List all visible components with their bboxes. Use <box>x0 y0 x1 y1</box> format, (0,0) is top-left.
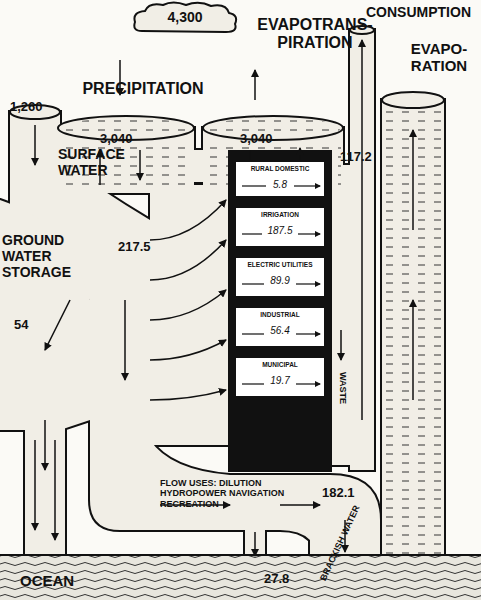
use-value-text: 5.8 <box>271 179 289 190</box>
use-box: ELECTRIC UTILITIES 89.9 <box>234 256 326 298</box>
flow-heading: PRECIPITATION <box>58 80 228 98</box>
use-name: ELECTRIC UTILITIES <box>236 261 324 269</box>
ocean-waves <box>0 555 481 600</box>
box-arrow <box>242 333 264 334</box>
ocean-band <box>0 555 481 600</box>
use-value-text: 19.7 <box>268 375 291 386</box>
box-arrow <box>242 185 266 186</box>
box-arrow <box>294 185 320 186</box>
flow-arrow <box>150 390 226 400</box>
use-name: MUNICIPAL <box>236 361 324 369</box>
flow-heading: EVAPO- RATION <box>398 40 480 75</box>
use-value-row: 5.8 <box>236 179 324 191</box>
flow-arrow <box>150 240 226 280</box>
box-arrow <box>242 233 262 234</box>
ocean-surface <box>0 554 481 556</box>
box-arrow <box>296 333 320 334</box>
flow-arrow <box>340 330 342 360</box>
flow-arrow <box>412 300 414 400</box>
box-arrow <box>296 283 320 284</box>
use-value-text: 56.4 <box>268 325 291 336</box>
use-value-text: 187.5 <box>265 225 294 236</box>
flow-arrow <box>34 440 36 530</box>
flow-value: 54 <box>14 318 28 333</box>
flow-arrow <box>44 420 46 470</box>
flow-arrow <box>150 200 226 240</box>
water-texture <box>384 110 442 555</box>
flow-value: 117.2 <box>340 150 372 165</box>
use-name: INDUSTRIAL <box>236 311 324 319</box>
cloud-value: 4,300 <box>130 9 240 25</box>
box-arrow <box>298 233 320 234</box>
use-value-row: 56.4 <box>236 325 324 337</box>
flow-value: 27.8 <box>264 572 289 587</box>
flow-value: 3,040 <box>240 132 273 147</box>
pipe-outline <box>0 30 444 560</box>
flow-arrow <box>280 504 320 506</box>
use-box: IRRIGATION 187.5 <box>234 206 326 248</box>
flow-arrow <box>150 340 226 360</box>
pipe-label: WASTE <box>338 372 348 404</box>
cylinder-top <box>382 92 444 108</box>
use-value-row: 187.5 <box>236 225 324 237</box>
use-name: RURAL DOMESTIC <box>236 165 324 173</box>
flow-arrow <box>124 300 126 380</box>
box-arrow-group <box>242 186 320 384</box>
flow-arrow <box>139 150 141 180</box>
flow-arrow <box>150 290 226 320</box>
use-name: IRRIGATION <box>236 211 324 219</box>
flow-uses-note: FLOW USES: DILUTION HYDROPOWER NAVIGATIO… <box>160 478 285 509</box>
box-arrow <box>242 283 264 284</box>
cloud-node: 4,300 <box>130 0 240 34</box>
use-value-row: 89.9 <box>236 275 324 287</box>
flow-arrow <box>361 40 363 420</box>
flow-arrow <box>412 130 414 230</box>
flow-arrow <box>45 300 70 350</box>
use-box: INDUSTRIAL 56.4 <box>234 306 326 348</box>
use-box: MUNICIPAL 19.7 <box>234 356 326 398</box>
water-texture <box>205 118 341 138</box>
use-value-row: 19.7 <box>236 375 324 387</box>
box-arrow <box>296 383 320 384</box>
flow-heading: CONSUMPTION <box>366 4 471 20</box>
box-arrow <box>242 383 264 384</box>
store-label: SURFACE WATER <box>58 146 138 178</box>
flow-arrows <box>35 40 413 556</box>
ocean-label: OCEAN <box>20 572 74 589</box>
use-panel <box>228 150 332 472</box>
flow-arrow <box>54 440 56 540</box>
store-label: GROUND WATER STORAGE <box>2 232 82 280</box>
flow-arrow <box>254 532 256 556</box>
flow-value: 1,260 <box>10 100 43 115</box>
flow-arrow <box>254 70 256 100</box>
use-value-text: 89.9 <box>268 275 291 286</box>
flow-value: 217.5 <box>118 240 151 255</box>
pipe-fill <box>0 30 444 560</box>
flow-arrow <box>34 125 36 165</box>
flow-value: 182.1 <box>322 486 355 501</box>
tank-top <box>203 116 343 140</box>
use-box: RURAL DOMESTIC 5.8 <box>234 160 326 198</box>
pipe-label: BRACKISH WATER <box>318 504 362 583</box>
flow-value: 3,040 <box>100 132 133 147</box>
flow-heading: EVAPOTRANS- PIRATION <box>250 16 380 53</box>
